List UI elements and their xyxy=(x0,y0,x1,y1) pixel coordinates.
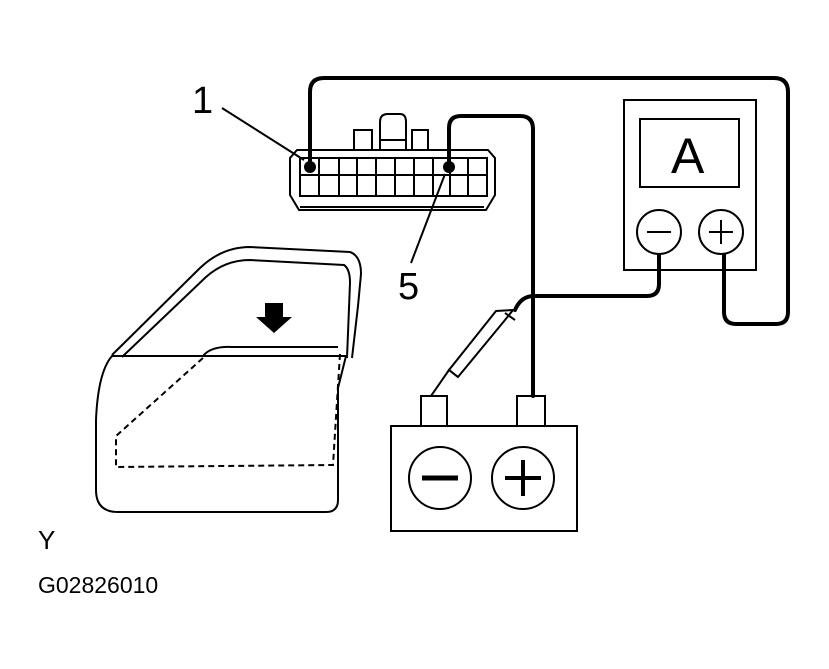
arrow-down-icon xyxy=(256,303,292,333)
callout-1: 1 xyxy=(192,80,213,122)
connector-icon xyxy=(289,113,496,211)
wires xyxy=(308,76,790,398)
plus-icon xyxy=(698,209,744,255)
test-probe xyxy=(430,308,516,397)
door-icon xyxy=(95,245,363,513)
view-label: Y xyxy=(38,525,55,555)
meter-unit-label: A xyxy=(671,128,705,184)
figure-code: G02826010 xyxy=(38,572,158,598)
plus-icon xyxy=(491,446,555,510)
minus-icon xyxy=(408,446,472,510)
callout-5: 5 xyxy=(398,266,419,308)
ammeter-icon xyxy=(623,99,757,271)
callout-leaders xyxy=(221,107,446,264)
battery-icon xyxy=(390,395,578,532)
